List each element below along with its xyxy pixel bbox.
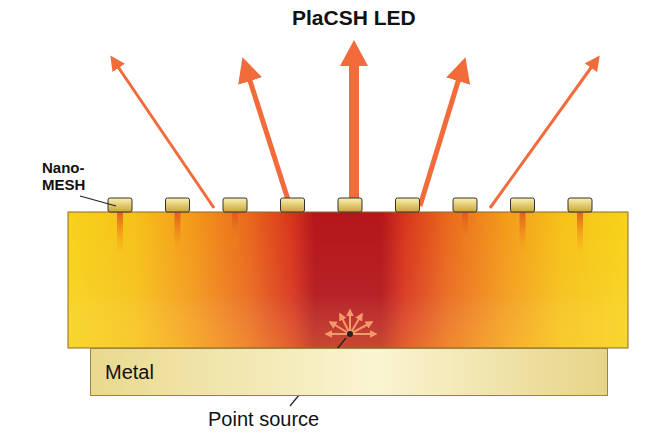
- part-label: Point source: [208, 408, 319, 431]
- point-source-rays: [326, 310, 376, 334]
- emitter-slab: [68, 212, 628, 348]
- field-plumes: [117, 212, 583, 254]
- diagram-title: PlaCSH LED: [292, 6, 416, 30]
- metal-layer: Metal: [90, 348, 608, 396]
- point-source-dot: [347, 331, 353, 337]
- main-arrowhead: [340, 40, 368, 66]
- slab-outline: [68, 212, 628, 348]
- part-label: Nano- MESH: [42, 160, 94, 193]
- layer-label: Metal: [105, 361, 154, 384]
- emission-arrows: [112, 58, 598, 208]
- nano-mesh-pads: [108, 198, 592, 212]
- slab-shade: [68, 212, 628, 348]
- leader-line: [80, 196, 116, 206]
